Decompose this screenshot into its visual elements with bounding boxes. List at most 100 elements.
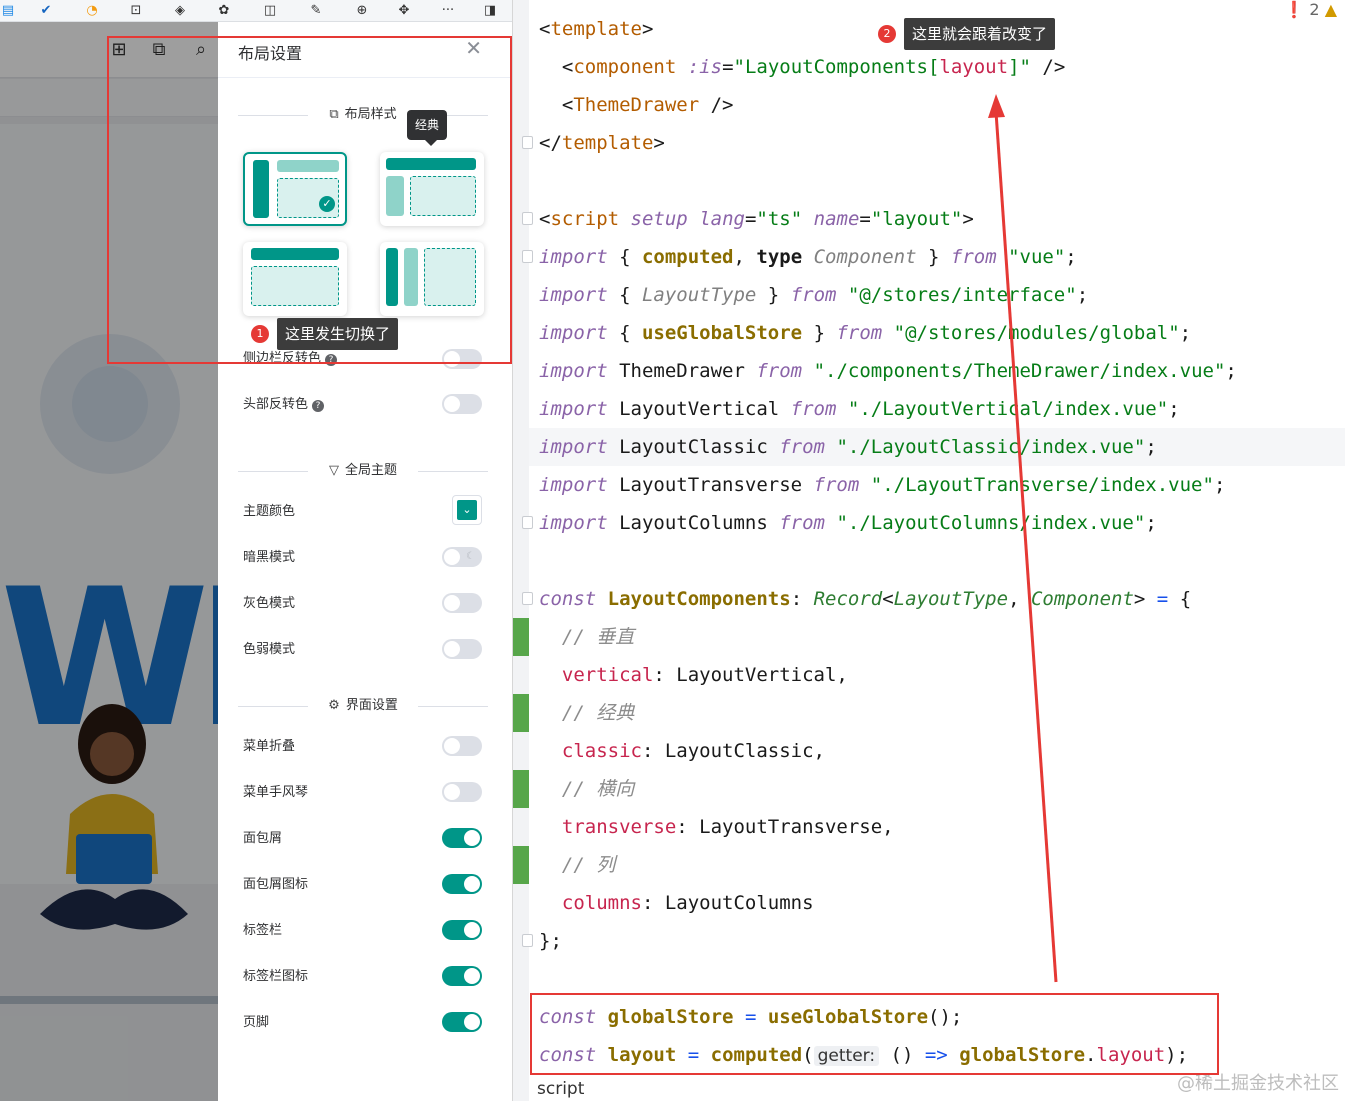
current-line-highlight bbox=[529, 428, 1345, 466]
theme-color-picker[interactable]: ⌄ bbox=[452, 495, 482, 525]
change-marker bbox=[513, 618, 529, 656]
check-circle-icon[interactable]: ✔ bbox=[40, 3, 52, 18]
switch-footer[interactable] bbox=[442, 1012, 482, 1032]
fold-icon[interactable] bbox=[522, 516, 533, 529]
fold-icon[interactable] bbox=[522, 136, 533, 149]
error-icon: ❗ bbox=[1284, 0, 1305, 19]
row-label: 头部反转色 bbox=[243, 397, 309, 412]
bug-icon[interactable]: ✥ bbox=[398, 3, 410, 18]
book-icon[interactable]: ◫ bbox=[263, 3, 277, 18]
code-line: // 横向 bbox=[561, 778, 635, 800]
section-divider-layout-style: ⧉布局样式 bbox=[238, 105, 488, 125]
layout-style-icon: ⧉ bbox=[329, 107, 339, 122]
footer-strip bbox=[0, 996, 218, 1004]
row-label: 色弱模式 bbox=[243, 642, 296, 657]
fold-icon[interactable] bbox=[522, 250, 533, 263]
parameter-hint: getter: bbox=[813, 1046, 880, 1066]
fold-icon[interactable] bbox=[522, 934, 533, 947]
row-label: 标签栏图标 bbox=[243, 969, 309, 984]
help-icon[interactable]: ? bbox=[312, 400, 325, 412]
checklist-icon[interactable]: ▤ bbox=[1, 3, 15, 18]
gear-icon[interactable]: ✿ bbox=[218, 3, 230, 18]
modal-overlay[interactable] bbox=[0, 22, 218, 1101]
row-header-invert: 头部反转色? bbox=[243, 395, 325, 415]
code-line: const layout = computed(getter: () => gl… bbox=[539, 1044, 1189, 1066]
theme-icon: ▽ bbox=[328, 463, 339, 478]
row-breadcrumb-icon: 面包屑图标 bbox=[243, 875, 308, 895]
change-marker bbox=[513, 770, 529, 808]
code-line: <template> bbox=[539, 18, 654, 40]
row-breadcrumb: 面包屑 bbox=[243, 829, 282, 849]
row-tabs: 标签栏 bbox=[243, 921, 282, 941]
switch-breadcrumb-icon[interactable] bbox=[442, 874, 482, 894]
layout-tooltip: 经典 bbox=[407, 110, 448, 140]
drawer-title: 布局设置 bbox=[238, 44, 303, 63]
close-icon[interactable]: ✕ bbox=[465, 36, 482, 60]
change-marker bbox=[513, 694, 529, 732]
row-label: 灰色模式 bbox=[243, 596, 296, 611]
search-icon[interactable]: ⌕ bbox=[195, 39, 207, 60]
warning-icon: ▲ bbox=[1324, 0, 1337, 19]
switch-gray-mode[interactable] bbox=[442, 593, 482, 613]
switch-tabs[interactable] bbox=[442, 920, 482, 940]
problems-indicator[interactable]: ❗ 2 ▲ bbox=[1284, 0, 1337, 19]
qr-icon[interactable]: ⊡ bbox=[130, 3, 142, 18]
row-label: 面包屑图标 bbox=[243, 877, 309, 892]
fold-icon[interactable] bbox=[522, 212, 533, 225]
row-label: 菜单折叠 bbox=[243, 739, 296, 754]
layout-option-classic[interactable] bbox=[380, 152, 484, 226]
app-tabs-bar bbox=[0, 79, 218, 117]
more-icon[interactable]: ··· bbox=[441, 3, 455, 18]
code-line: classic: LayoutClassic, bbox=[561, 740, 825, 762]
drawer-header-divider bbox=[218, 77, 512, 78]
code-line: <component :is="LayoutComponents[layout]… bbox=[539, 56, 1066, 78]
annotation-badge-2: 2 bbox=[878, 25, 896, 43]
layout-option-transverse[interactable] bbox=[243, 242, 347, 316]
code-line: // 列 bbox=[561, 854, 616, 876]
code-line: const LayoutComponents: Record<LayoutTyp… bbox=[539, 588, 1192, 610]
switch-sidebar-invert[interactable] bbox=[442, 349, 482, 369]
sidebar-icon[interactable]: ◨ bbox=[483, 3, 497, 18]
row-dark-mode: 暗黑模式 bbox=[243, 548, 295, 568]
chevron-down-icon: ⌄ bbox=[457, 500, 477, 520]
annotation-note-1: 1 这里发生切换了 bbox=[251, 318, 399, 350]
check-icon: ✓ bbox=[319, 196, 335, 212]
switch-dark-mode[interactable]: ☾ bbox=[442, 547, 482, 567]
translate-icon[interactable]: ✎ bbox=[310, 3, 322, 18]
switch-menu-collapse[interactable] bbox=[442, 736, 482, 756]
code-line: const globalStore = useGlobalStore(); bbox=[539, 1006, 963, 1028]
fold-icon[interactable] bbox=[522, 592, 533, 605]
layout-option-columns[interactable] bbox=[380, 242, 484, 316]
app-background: WE ⊞ ⧉ ⌕ bbox=[0, 0, 218, 1101]
row-tabs-icon: 标签栏图标 bbox=[243, 967, 308, 987]
switch-breadcrumb[interactable] bbox=[442, 828, 482, 848]
row-gray-mode: 灰色模式 bbox=[243, 594, 295, 614]
translate-icon[interactable]: ⧉ bbox=[152, 39, 166, 60]
code-line: import { LayoutType } from "@/stores/int… bbox=[539, 284, 1089, 306]
switch-tabs-icon[interactable] bbox=[442, 966, 482, 986]
code-editor[interactable]: ❗ 2 ▲ <template> <component :is="LayoutC… bbox=[512, 0, 1345, 1101]
switch-menu-accordion[interactable] bbox=[442, 782, 482, 802]
code-line: import { useGlobalStore } from "@/stores… bbox=[539, 322, 1192, 344]
section-label-interface: 界面设置 bbox=[345, 698, 398, 713]
row-theme-color: 主题颜色 bbox=[243, 502, 295, 522]
annotation-badge-1: 1 bbox=[251, 325, 269, 343]
layout-option-vertical[interactable]: ✓ bbox=[243, 152, 347, 226]
code-line: // 垂直 bbox=[561, 626, 635, 648]
switch-weak-mode[interactable] bbox=[442, 639, 482, 659]
error-count: 2 bbox=[1309, 0, 1320, 19]
switch-header-invert[interactable] bbox=[442, 394, 482, 414]
add-icon[interactable]: ⊕ bbox=[356, 3, 368, 18]
section-label-global-theme: 全局主题 bbox=[344, 463, 397, 478]
code-line: <script setup lang="ts" name="layout"> bbox=[539, 208, 974, 230]
layout-icon[interactable]: ⊞ bbox=[111, 39, 127, 60]
help-icon[interactable]: ? bbox=[325, 354, 338, 366]
code-line: import { computed, type Component } from… bbox=[539, 246, 1077, 268]
code-line: // 经典 bbox=[561, 702, 635, 724]
browser-icon[interactable]: ◔ bbox=[86, 3, 98, 18]
row-label: 暗黑模式 bbox=[243, 550, 296, 565]
change-marker bbox=[513, 846, 529, 884]
row-menu-accordion: 菜单手风琴 bbox=[243, 783, 308, 803]
shield-icon[interactable]: ◈ bbox=[175, 3, 185, 18]
code-line: import LayoutColumns from "./LayoutColum… bbox=[539, 512, 1157, 534]
